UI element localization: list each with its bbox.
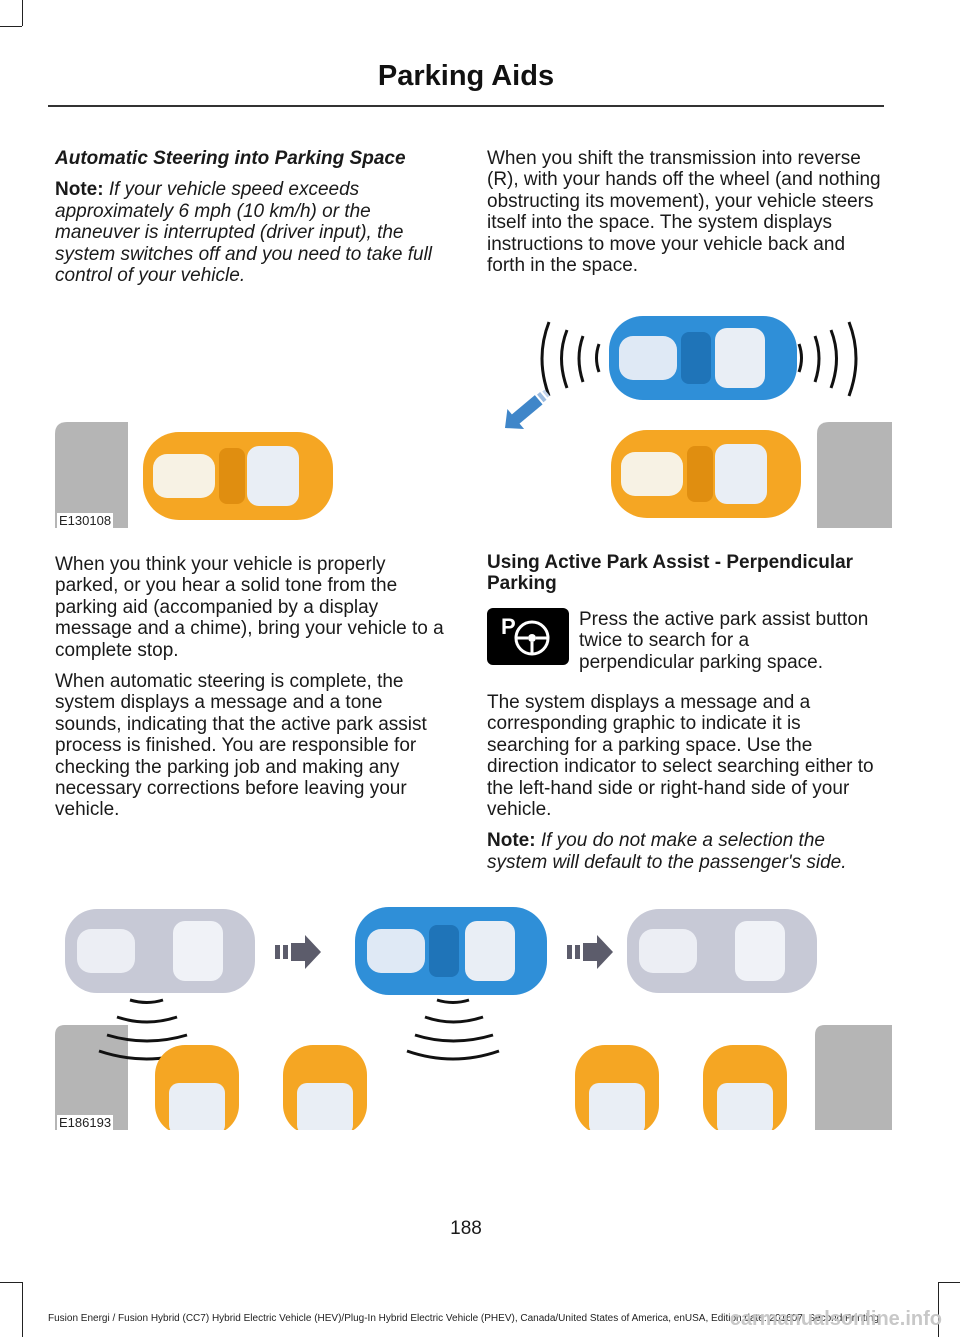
- note-label: Note:: [55, 179, 104, 201]
- note-text: If you do not make a selection the syste…: [487, 830, 847, 873]
- blue-car: [355, 907, 547, 995]
- figure-id: E130108: [57, 513, 114, 528]
- right-column-top: When you shift the transmission into rev…: [487, 148, 882, 286]
- figure-parked-car: E130108: [55, 420, 445, 528]
- sensor-waves-left: [540, 321, 601, 397]
- figure-reversing-car: [487, 300, 892, 528]
- orange-car: [703, 1045, 787, 1130]
- note-label: Note:: [487, 830, 536, 852]
- arrow-right: [275, 935, 321, 969]
- figure-id: E186193: [57, 1115, 114, 1130]
- section-heading-automatic-steering: Automatic Steering into Parking Space: [55, 148, 406, 169]
- figure-perpendicular-search: E186193: [55, 895, 892, 1130]
- orange-car: [283, 1045, 367, 1130]
- crop-mark: [0, 1282, 22, 1283]
- orange-car: [155, 1045, 239, 1130]
- blue-car: [609, 316, 797, 400]
- icon-description: Press the active park assist button twic…: [579, 609, 869, 673]
- page-number: 188: [450, 1218, 482, 1239]
- grey-car: [627, 909, 817, 993]
- orange-car: [611, 430, 801, 518]
- note: Note: If you do not make a selection the…: [487, 830, 887, 873]
- reverse-arrow: [505, 389, 550, 429]
- park-assist-button-icon: P: [487, 608, 569, 665]
- paragraph: When you think your vehicle is properly …: [55, 554, 444, 661]
- left-column-bottom: When you think your vehicle is properly …: [55, 554, 450, 831]
- svg-text:P: P: [501, 614, 516, 639]
- footer: Fusion Energi / Fusion Hybrid (CC7) Hybr…: [48, 1313, 879, 1324]
- right-column-middle: Using Active Park Assist - Perpendicular…: [487, 552, 882, 605]
- crop-mark: [0, 26, 22, 27]
- note-text: If your vehicle speed exceeds approximat…: [55, 179, 433, 287]
- left-column-top: Automatic Steering into Parking Space No…: [55, 148, 445, 296]
- right-column-bottom: The system displays a message and a corr…: [487, 692, 887, 883]
- figure-reversing-car-illustration: [505, 316, 892, 528]
- crop-mark: [938, 1282, 939, 1337]
- paragraph: When you shift the transmission into rev…: [487, 148, 881, 277]
- figure-perpendicular-search-illustration: [55, 907, 892, 1130]
- paragraph: The system displays a message and a corr…: [487, 692, 874, 821]
- watermark: carmanualsonline.info: [729, 1308, 942, 1330]
- sensor-waves-right: [797, 321, 858, 397]
- crop-mark: [938, 1282, 960, 1283]
- orange-car: [575, 1045, 659, 1130]
- note: Note: If your vehicle speed exceeds appr…: [55, 179, 445, 286]
- orange-car: [143, 432, 333, 520]
- header-divider: [48, 105, 884, 107]
- arrow-right: [567, 935, 613, 969]
- section-heading-perpendicular: Using Active Park Assist - Perpendicular…: [487, 552, 854, 595]
- figure-parked-car-illustration: [55, 422, 333, 528]
- page-title: Parking Aids: [377, 60, 555, 92]
- crop-mark: [22, 1282, 23, 1337]
- grey-car: [65, 909, 255, 993]
- crop-mark: [22, 0, 23, 26]
- paragraph: When automatic steering is complete, the…: [55, 671, 427, 821]
